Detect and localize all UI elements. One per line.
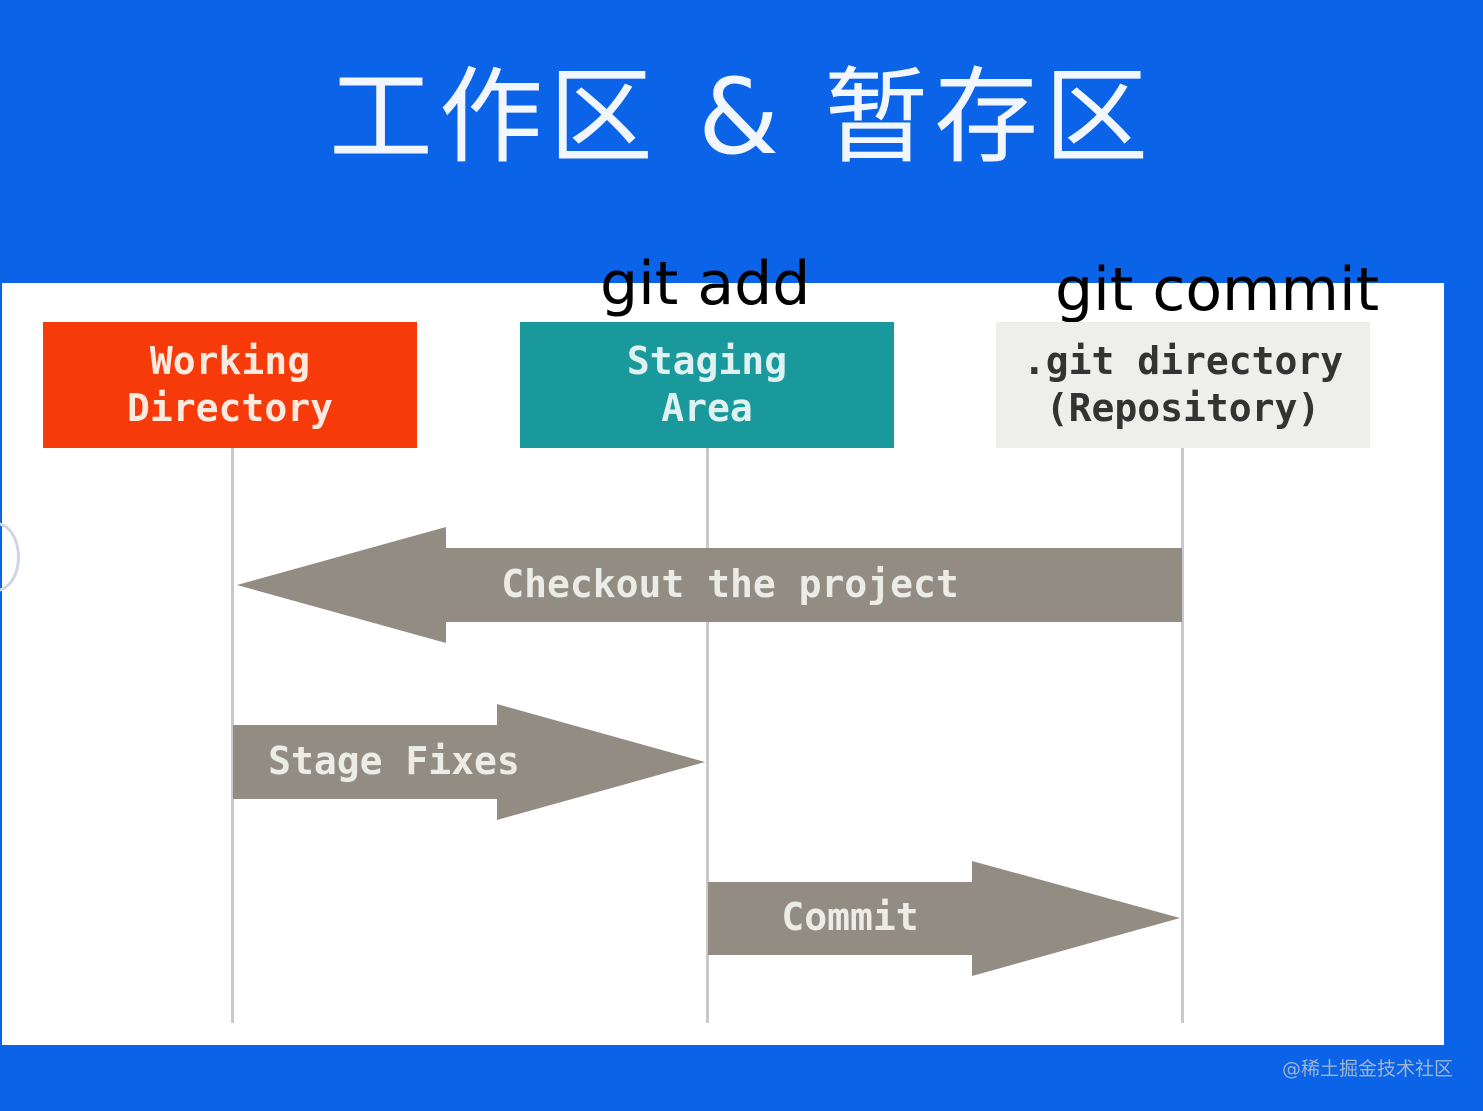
git-commit-annotation: git commit — [1055, 255, 1380, 325]
checkout-arrow-label: Checkout the project — [501, 562, 959, 606]
stage-fixes-arrow-label: Stage Fixes — [268, 739, 520, 783]
working-directory-label-line1: Working — [149, 339, 311, 383]
staging-area-label-line2: Area — [661, 386, 753, 430]
working-directory-box: Working Directory — [43, 322, 417, 448]
staging-area-label-line1: Staging — [626, 339, 788, 383]
git-directory-label-line1: .git directory — [1022, 339, 1344, 383]
slide-title: 工作区 & 暂存区 — [328, 56, 1155, 178]
git-directory-label-line2: (Repository) — [1045, 386, 1321, 430]
checkout-arrow — [237, 527, 1182, 643]
git-directory-lifeline — [1181, 448, 1184, 1023]
staging-area-lifeline — [706, 448, 709, 1023]
watermark: @稀土掘金技术社区 — [1281, 1058, 1453, 1080]
commit-arrow-label: Commit — [781, 895, 918, 939]
stage-fixes-arrow — [233, 704, 705, 820]
staging-area-box: Staging Area — [520, 322, 894, 448]
working-directory-label-line2: Directory — [127, 386, 333, 430]
git-add-annotation: git add — [600, 249, 811, 319]
working-directory-lifeline — [231, 448, 234, 1023]
git-directory-box: .git directory (Repository) — [996, 322, 1370, 448]
commit-arrow — [708, 861, 1180, 976]
